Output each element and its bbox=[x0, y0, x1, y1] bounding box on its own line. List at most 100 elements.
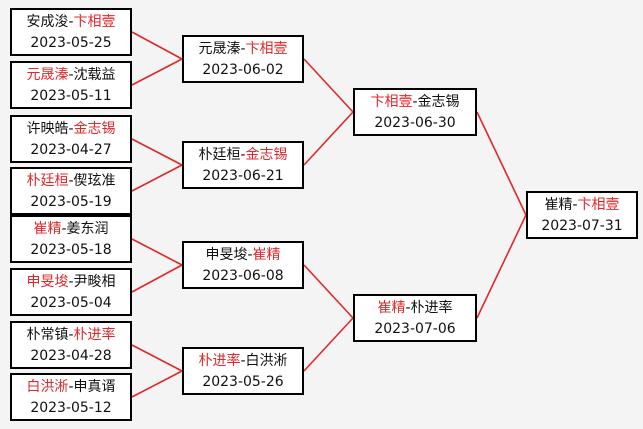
connector-line bbox=[303, 264, 354, 319]
player-separator: - bbox=[240, 41, 246, 57]
round1-match-7: 朴常镇-朴进率 2023-04-28 bbox=[10, 321, 132, 369]
connector-line bbox=[131, 238, 183, 266]
player-1-name: 申旻埈 bbox=[205, 247, 248, 263]
player-2-name: 金志锡 bbox=[417, 94, 460, 110]
match-players: 崔精-朴进率 bbox=[355, 298, 475, 319]
match-date: 2023-05-26 bbox=[202, 374, 284, 390]
player-separator: - bbox=[68, 14, 74, 30]
round1-match-1: 安成浚-卞相壹 2023-05-25 bbox=[10, 8, 132, 56]
player-1-name: 白洪淅 bbox=[26, 379, 69, 395]
match-date: 2023-05-19 bbox=[30, 194, 112, 210]
player-2-name: 姜东润 bbox=[66, 221, 109, 237]
match-date: 2023-06-21 bbox=[202, 168, 284, 184]
connector-line bbox=[131, 58, 183, 86]
connector-line bbox=[476, 111, 527, 216]
player-1-name: 元晟溱 bbox=[26, 67, 69, 83]
player-2-name: 尹畯相 bbox=[73, 274, 116, 290]
connector-line bbox=[131, 31, 183, 60]
match-players: 崔精-卞相壹 bbox=[528, 195, 636, 216]
connector-line bbox=[131, 164, 183, 192]
player-separator: - bbox=[61, 221, 67, 237]
match-date: 2023-05-25 bbox=[30, 35, 112, 51]
player-2-name: 崔精 bbox=[252, 247, 281, 263]
match-players: 白洪淅-申真谞 bbox=[12, 377, 130, 398]
round1-match-3: 许映皓-金志锡 2023-04-27 bbox=[10, 115, 132, 163]
round4-match-1: 崔精-卞相壹 2023-07-31 bbox=[526, 191, 638, 239]
player-1-name: 朴廷桓 bbox=[198, 147, 241, 163]
player-separator: - bbox=[405, 300, 411, 316]
player-2-name: 卞相壹 bbox=[577, 197, 620, 213]
match-players: 申旻埈-尹畯相 bbox=[12, 272, 130, 293]
match-players: 卞相壹-金志锡 bbox=[355, 92, 475, 113]
match-date: 2023-07-31 bbox=[541, 218, 623, 234]
connector-line bbox=[131, 264, 183, 293]
match-players: 崔精-姜东润 bbox=[12, 219, 130, 240]
match-date: 2023-06-02 bbox=[202, 62, 284, 78]
player-1-name: 崔精 bbox=[544, 197, 573, 213]
match-date: 2023-06-30 bbox=[374, 115, 456, 131]
player-1-name: 卞相壹 bbox=[370, 94, 413, 110]
player-separator: - bbox=[247, 247, 253, 263]
connector-line bbox=[131, 138, 183, 166]
round1-match-2: 元晟溱-沈载益 2023-05-11 bbox=[10, 61, 132, 109]
round1-match-8: 白洪淅-申真谞 2023-05-12 bbox=[10, 373, 132, 421]
player-1-name: 崔精 bbox=[33, 221, 62, 237]
match-players: 许映皓-金志锡 bbox=[12, 119, 130, 140]
round2-match-1: 元晟溱-卞相壹 2023-06-02 bbox=[182, 35, 304, 83]
player-separator: - bbox=[68, 173, 74, 189]
round3-match-2: 崔精-朴进率 2023-07-06 bbox=[353, 294, 477, 342]
match-date: 2023-07-06 bbox=[374, 321, 456, 337]
player-2-name: 金志锡 bbox=[245, 147, 288, 163]
player-2-name: 朴进率 bbox=[73, 327, 116, 343]
connector-line bbox=[131, 370, 183, 398]
connector-line bbox=[303, 58, 354, 113]
player-separator: - bbox=[68, 67, 74, 83]
player-1-name: 元晟溱 bbox=[198, 41, 241, 57]
match-date: 2023-05-04 bbox=[30, 295, 112, 311]
player-2-name: 偰玹准 bbox=[73, 173, 116, 189]
player-1-name: 朴常镇 bbox=[26, 327, 69, 343]
connector-line bbox=[303, 111, 354, 166]
player-separator: - bbox=[240, 353, 246, 369]
round1-match-6: 申旻埈-尹畯相 2023-05-04 bbox=[10, 268, 132, 316]
match-players: 元晟溱-沈载益 bbox=[12, 65, 130, 86]
match-players: 申旻埈-崔精 bbox=[184, 245, 302, 266]
connector-line bbox=[303, 317, 354, 372]
match-players: 朴常镇-朴进率 bbox=[12, 325, 130, 346]
player-1-name: 安成浚 bbox=[26, 14, 69, 30]
player-2-name: 白洪淅 bbox=[245, 353, 288, 369]
connector-line bbox=[476, 214, 527, 319]
connector-line bbox=[131, 344, 183, 372]
round1-match-5: 崔精-姜东润 2023-05-18 bbox=[10, 215, 132, 263]
round2-match-4: 朴进率-白洪淅 2023-05-26 bbox=[182, 347, 304, 395]
match-players: 朴进率-白洪淅 bbox=[184, 351, 302, 372]
round3-match-1: 卞相壹-金志锡 2023-06-30 bbox=[353, 88, 477, 136]
match-date: 2023-05-18 bbox=[30, 242, 112, 258]
match-players: 朴廷桓-偰玹准 bbox=[12, 171, 130, 192]
player-1-name: 朴进率 bbox=[198, 353, 241, 369]
player-2-name: 沈载益 bbox=[73, 67, 116, 83]
match-players: 朴廷桓-金志锡 bbox=[184, 145, 302, 166]
player-2-name: 朴进率 bbox=[410, 300, 453, 316]
player-separator: - bbox=[68, 379, 74, 395]
player-separator: - bbox=[68, 327, 74, 343]
player-separator: - bbox=[572, 197, 578, 213]
round1-match-4: 朴廷桓-偰玹准 2023-05-19 bbox=[10, 167, 132, 215]
match-date: 2023-04-28 bbox=[30, 348, 112, 364]
match-players: 元晟溱-卞相壹 bbox=[184, 39, 302, 60]
player-separator: - bbox=[68, 121, 74, 137]
match-date: 2023-04-27 bbox=[30, 142, 112, 158]
player-2-name: 金志锡 bbox=[73, 121, 116, 137]
player-2-name: 卞相壹 bbox=[245, 41, 288, 57]
match-date: 2023-05-11 bbox=[30, 88, 112, 104]
player-1-name: 许映皓 bbox=[26, 121, 69, 137]
player-separator: - bbox=[412, 94, 418, 110]
player-1-name: 申旻埈 bbox=[26, 274, 69, 290]
player-2-name: 申真谞 bbox=[73, 379, 116, 395]
match-date: 2023-05-12 bbox=[30, 400, 112, 416]
match-players: 安成浚-卞相壹 bbox=[12, 12, 130, 33]
player-1-name: 朴廷桓 bbox=[26, 173, 69, 189]
match-date: 2023-06-08 bbox=[202, 268, 284, 284]
